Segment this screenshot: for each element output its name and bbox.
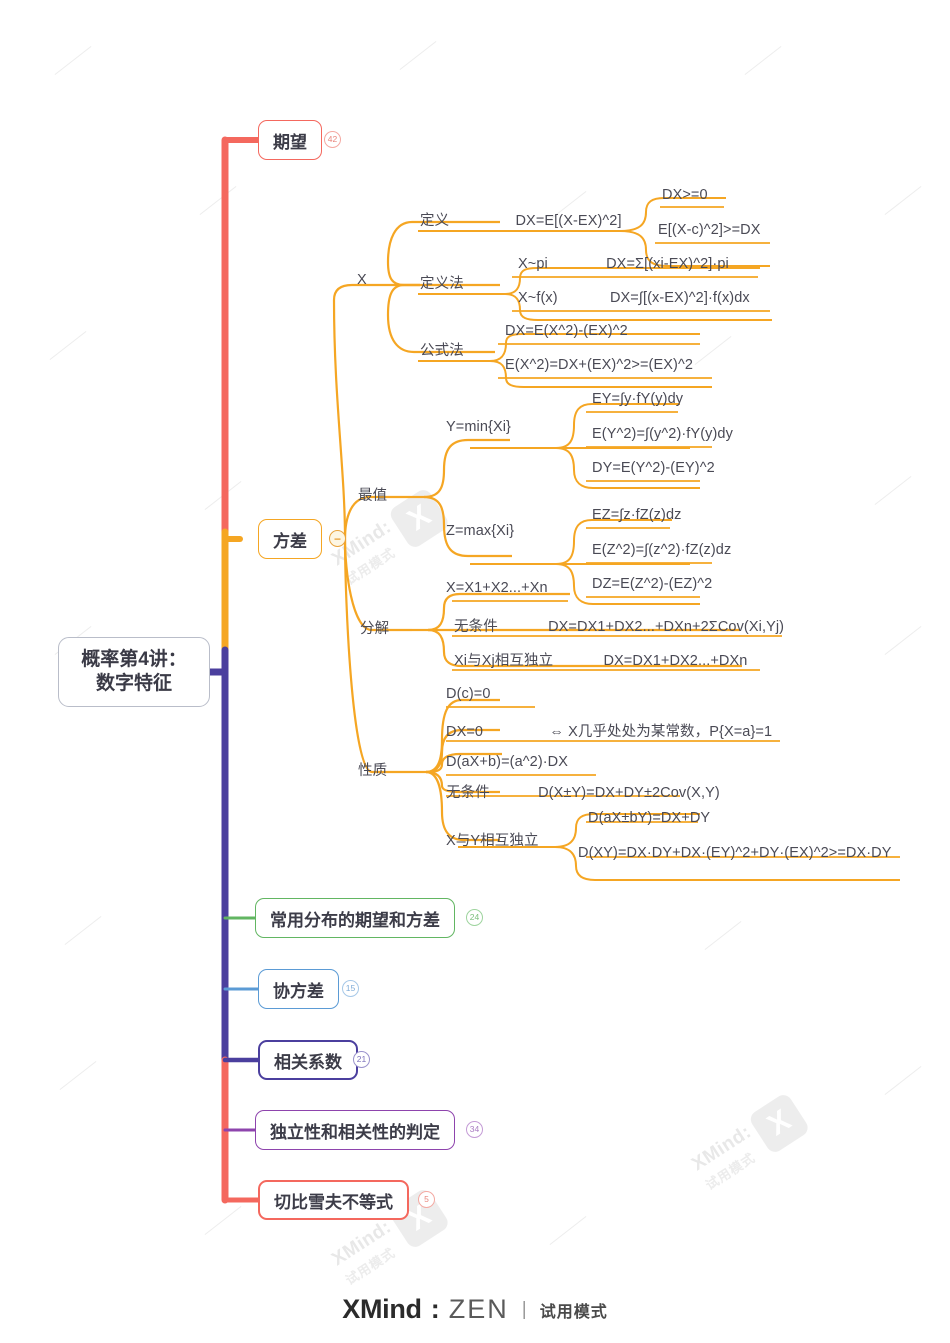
branch-independence-test-label: 独立性和相关性的判定 (270, 1122, 440, 1142)
branch-variance[interactable]: 方差 (258, 519, 322, 559)
root-title-line2: 数字特征 (95, 673, 172, 694)
footer-trial-mode-label: 试用模式 (539, 1303, 608, 1321)
branch-independence-test-badge[interactable]: 34 (466, 1121, 483, 1138)
topic-discrete-variance[interactable]: X~pi DX=Σ[(xi-EX)^2]·pi (518, 256, 729, 272)
branch-expect-badge[interactable]: 42 (324, 131, 341, 148)
topic-continuous-variance[interactable]: X~f(x) DX=∫[(x-EX)^2]·f(x)dx (518, 290, 750, 306)
topic-dz[interactable]: DZ=E(Z^2)-(EZ)^2 (592, 576, 713, 592)
branch-variance-label: 方差 (273, 531, 307, 551)
branch-correlation-label: 相关系数 (274, 1052, 342, 1072)
topic-unconditional-decomposition[interactable]: 无条件 DX=DX1+DX2...+DXn+2ΣCov(Xi,Yj) (454, 619, 785, 635)
branch-variance-collapse-toggle[interactable]: − (329, 530, 346, 547)
root-title-line1: 概率第4讲： (81, 648, 187, 670)
branch-expect-label: 期望 (273, 132, 307, 152)
topic-linear-transform[interactable]: D(aX+b)=(a^2)·DX (446, 754, 569, 770)
branch-covariance-label: 协方差 (273, 981, 324, 1001)
footer-separator: | (521, 1298, 527, 1320)
branch-common-distributions[interactable]: 常用分布的期望和方差 (255, 898, 455, 938)
branch-common-distributions-badge[interactable]: 24 (466, 909, 483, 926)
branch-independence-test[interactable]: 独立性和相关性的判定 (255, 1110, 455, 1150)
branch-correlation[interactable]: 相关系数 (258, 1040, 358, 1080)
topic-second-moment[interactable]: E(X^2)=DX+(EX)^2>=(EX)^2 (505, 357, 694, 373)
topic-dx-zero[interactable]: DX=0 ⇔ X几乎处处为某常数，P{X=a}=1 (446, 724, 773, 740)
topic-formula-method[interactable]: 公式法 (420, 343, 464, 359)
topic-dc-zero[interactable]: D(c)=0 (446, 686, 491, 702)
topic-x-group[interactable]: X (357, 272, 367, 288)
branch-correlation-badge[interactable]: 21 (353, 1051, 370, 1068)
topic-variance-formula[interactable]: DX=E(X^2)-(EX)^2 (505, 323, 628, 339)
root-node[interactable]: 概率第4讲： 数字特征 (58, 637, 210, 707)
topic-d-axby[interactable]: D(aX±bY)=DX+DY (588, 810, 711, 826)
topic-dy[interactable]: DY=E(Y^2)-(EY)^2 (592, 460, 715, 476)
topic-z-max[interactable]: Z=max{Xi} (446, 523, 515, 539)
topic-ez2[interactable]: E(Z^2)=∫(z^2)·fZ(z)dz (592, 542, 732, 558)
topic-dx-nonneg[interactable]: DX>=0 (662, 187, 708, 203)
topic-decomposition-group[interactable]: 分解 (360, 621, 390, 637)
topic-extremum-group[interactable]: 最值 (358, 488, 388, 504)
branch-covariance-badge[interactable]: 15 (342, 980, 359, 997)
branch-chebyshev-label: 切比雪夫不等式 (274, 1192, 393, 1212)
branch-common-distributions-label: 常用分布的期望和方差 (270, 910, 440, 930)
topic-y-min[interactable]: Y=min{Xi} (446, 419, 511, 435)
topic-ey2[interactable]: E(Y^2)=∫(y^2)·fY(y)dy (592, 426, 733, 442)
topic-definition-method[interactable]: 定义法 (420, 276, 464, 292)
topic-d-xy-product[interactable]: D(XY)=DX·DY+DX·(EY)^2+DY·(EX)^2>=DX·DY (578, 845, 892, 861)
footer-branding: XMind : ZEN | 试用模式 (0, 1294, 950, 1325)
topic-unconditional-property[interactable]: 无条件 D(X±Y)=DX+DY±2Cov(X,Y) (446, 785, 720, 801)
topic-properties-group[interactable]: 性质 (358, 763, 388, 779)
branch-chebyshev-badge[interactable]: 5 (418, 1191, 435, 1208)
topic-definition[interactable]: 定义 DX=E[(X-EX)^2] (420, 213, 622, 229)
topic-ez[interactable]: EZ=∫z·fZ(z)dz (592, 507, 682, 523)
footer-brand-colon: : (430, 1294, 440, 1324)
branch-expect[interactable]: 期望 (258, 120, 322, 160)
footer-brand-zen: ZEN (448, 1294, 509, 1324)
topic-sum-decomposition[interactable]: X=X1+X2...+Xn (446, 580, 548, 596)
branch-chebyshev[interactable]: 切比雪夫不等式 (258, 1180, 409, 1220)
topic-ex-c-ineq[interactable]: E[(X-c)^2]>=DX (658, 222, 761, 238)
branch-covariance[interactable]: 协方差 (258, 969, 339, 1009)
topic-xy-independent[interactable]: X与Y相互独立 (446, 833, 539, 849)
topic-independent-decomposition[interactable]: Xi与Xj相互独立 DX=DX1+DX2...+DXn (454, 653, 748, 669)
topic-ey[interactable]: EY=∫y·fY(y)dy (592, 391, 684, 407)
footer-brand-xmind: XMind (342, 1294, 422, 1324)
